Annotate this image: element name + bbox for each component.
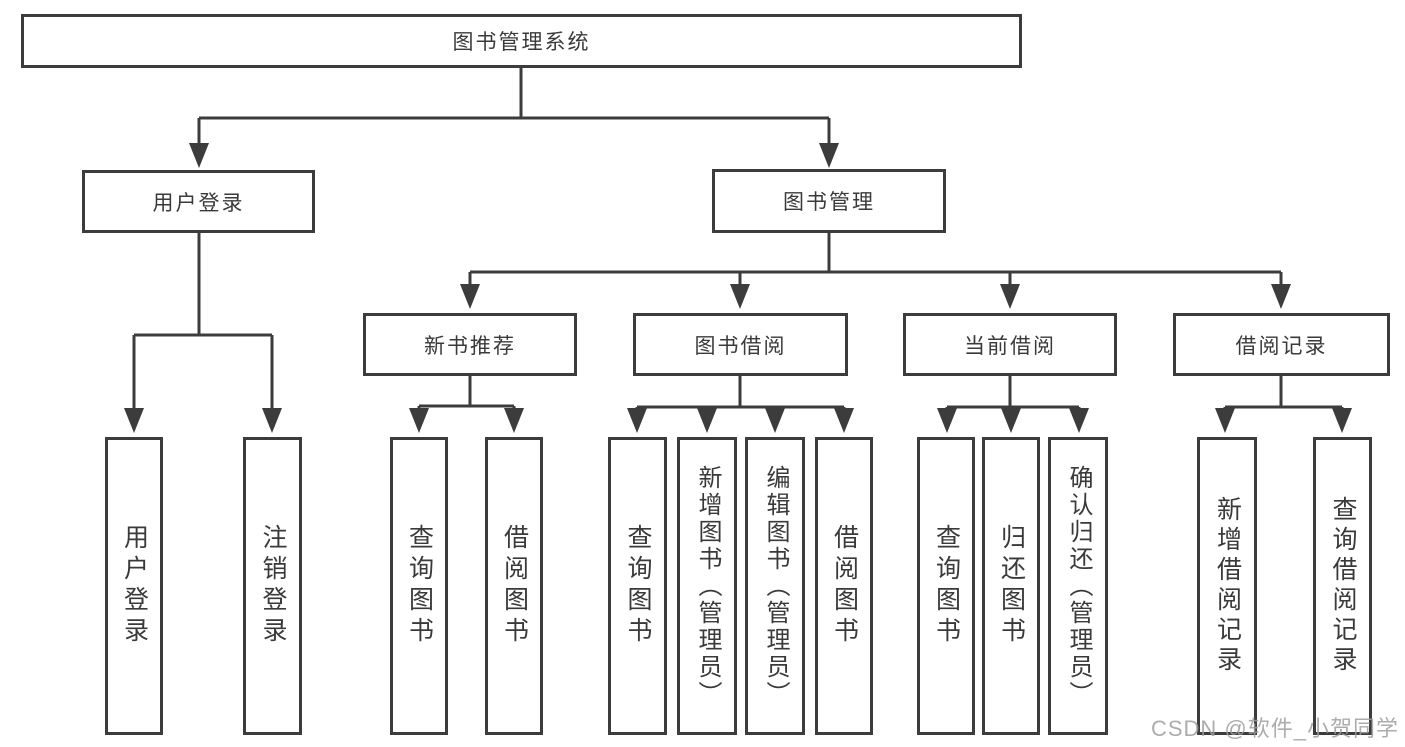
node-book-borrowing: 图书借阅 [633,313,848,376]
node-leaf-user-login: 用户登录 [105,437,163,735]
node-leaf-confirm-return-admin-label: 确认归还（管理员） [1065,464,1092,708]
node-book-borrowing-label: 图书借阅 [694,334,787,358]
node-leaf-logout-label: 注销登录 [259,524,287,648]
node-leaf-query-books-2: 查询图书 [608,437,667,735]
node-leaf-query-books-3-label: 查询图书 [932,524,961,648]
node-leaf-add-books-admin: 新增图书（管理员） [677,437,737,735]
node-leaf-add-borrow-record: 新增借阅记录 [1197,437,1257,735]
node-leaf-add-books-admin-label: 新增图书（管理员） [694,464,721,708]
node-leaf-query-books-3: 查询图书 [917,437,975,735]
node-user-login-branch: 用户登录 [82,170,315,233]
node-leaf-logout: 注销登录 [243,437,302,735]
node-leaf-edit-books-admin-label: 编辑图书（管理员） [762,464,789,708]
node-current-borrowing-label: 当前借阅 [964,334,1056,358]
node-current-borrowing: 当前借阅 [903,313,1117,376]
connector-new-book-rec-branch [419,376,514,408]
node-leaf-user-login-label: 用户登录 [120,524,149,648]
node-new-book-recommendation: 新书推荐 [363,313,577,376]
node-user-login-branch-label: 用户登录 [152,191,245,215]
node-leaf-query-books-1: 查询图书 [390,437,448,735]
node-leaf-borrow-books-1-label: 借阅图书 [500,524,529,648]
node-root-system: 图书管理系统 [21,14,1022,68]
node-leaf-query-books-1-label: 查询图书 [405,524,434,648]
csdn-watermark: CSDN @软件_小贺同学 [1150,716,1399,741]
node-new-book-recommendation-label: 新书推荐 [424,334,516,358]
node-leaf-return-books-label: 归还图书 [997,524,1026,648]
node-borrowing-records: 借阅记录 [1173,313,1390,376]
node-leaf-return-books: 归还图书 [982,437,1040,735]
connector-user-login-branch [134,233,272,337]
node-leaf-query-borrow-record-label: 查询借阅记录 [1329,496,1357,676]
node-leaf-confirm-return-admin: 确认归还（管理员） [1048,437,1108,735]
node-leaf-query-books-2-label: 查询图书 [624,524,652,648]
node-root-system-label: 图书管理系统 [452,31,591,54]
node-leaf-borrow-books-2-label: 借阅图书 [830,524,859,648]
node-leaf-query-borrow-record: 查询借阅记录 [1313,437,1372,735]
connector-current-borrow-branch [947,376,1079,409]
connector-root-branch [199,68,829,120]
node-leaf-borrow-books-1: 借阅图书 [485,437,543,735]
node-leaf-borrow-books-2: 借阅图书 [815,437,873,735]
node-book-management-branch-label: 图书管理 [783,191,875,214]
node-borrowing-records-label: 借阅记录 [1235,334,1328,358]
connector-book-management-branch [470,233,1281,274]
connector-book-borrow-branch [637,376,844,409]
connector-borrow-records-branch [1225,376,1342,409]
node-leaf-edit-books-admin: 编辑图书（管理员） [745,437,805,735]
node-book-management-branch: 图书管理 [712,169,946,233]
node-leaf-add-borrow-record-label: 新增借阅记录 [1213,496,1242,676]
